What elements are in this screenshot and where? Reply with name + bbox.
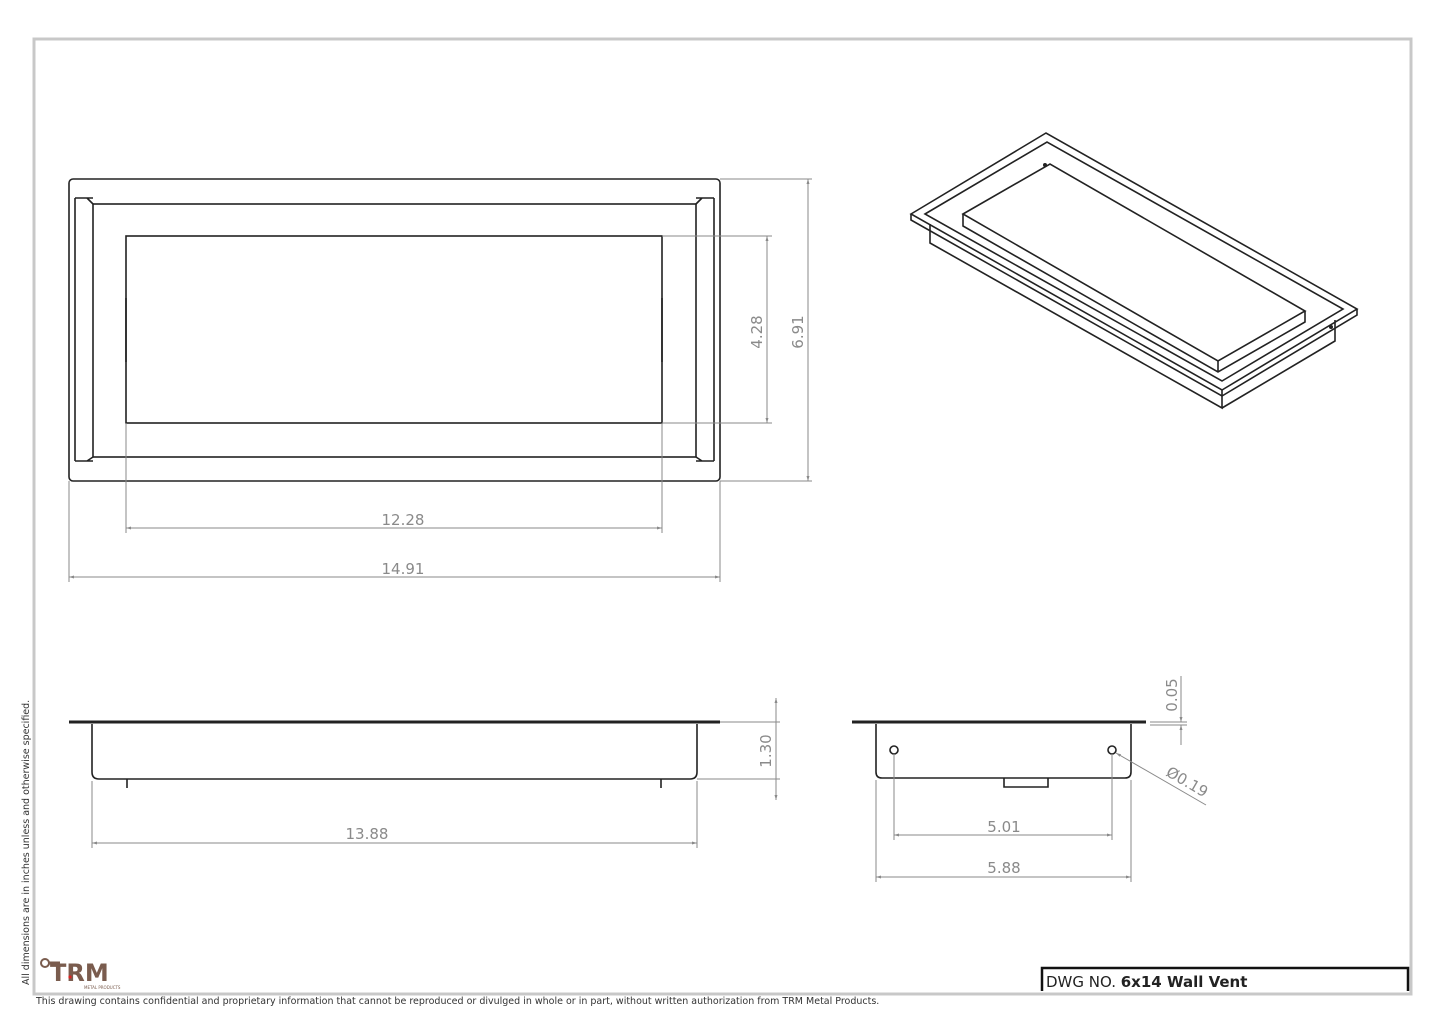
dim-1-30: 1.30 bbox=[757, 734, 775, 767]
dim-4-28: 4.28 bbox=[748, 315, 766, 348]
side-dimensions: 1.30 13.88 bbox=[91, 698, 780, 848]
front-dimensions: 4.28 6.91 12.28 14.91 bbox=[68, 178, 812, 582]
units-note: All dimensions are in inches unless and … bbox=[21, 700, 32, 985]
dim-5-88: 5.88 bbox=[987, 859, 1020, 877]
sheet-border bbox=[32, 37, 1413, 996]
isometric-view bbox=[909, 132, 1359, 410]
logo-subtext: METAL PRODUCTS bbox=[84, 985, 121, 990]
dim-6-91: 6.91 bbox=[789, 315, 807, 348]
front-view bbox=[68, 178, 721, 482]
trm-logo: TRM METAL PRODUCTS bbox=[40, 958, 121, 990]
title-block: DWG NO. 6x14 Wall Vent bbox=[1040, 966, 1410, 991]
dim-0-05: 0.05 bbox=[1163, 678, 1181, 711]
svg-text:DWG NO. 6x14 Wall Vent: DWG NO. 6x14 Wall Vent bbox=[1046, 973, 1247, 991]
dim-12-28: 12.28 bbox=[382, 511, 425, 529]
dim-hole-diameter: Ø0.19 bbox=[1163, 763, 1211, 801]
confidentiality-note: This drawing contains confidential and p… bbox=[35, 996, 879, 1007]
side-view bbox=[69, 720, 720, 788]
logo-text: TRM bbox=[50, 959, 109, 987]
dim-5-01: 5.01 bbox=[987, 818, 1020, 836]
dim-13-88: 13.88 bbox=[346, 825, 389, 843]
end-dimensions: 0.05 Ø0.19 5.01 5.88 bbox=[875, 676, 1211, 882]
dwg-no-value: 6x14 Wall Vent bbox=[1121, 973, 1248, 991]
dim-14-91: 14.91 bbox=[382, 560, 425, 578]
end-view bbox=[852, 720, 1146, 788]
dwg-no-label: DWG NO. bbox=[1046, 973, 1116, 991]
